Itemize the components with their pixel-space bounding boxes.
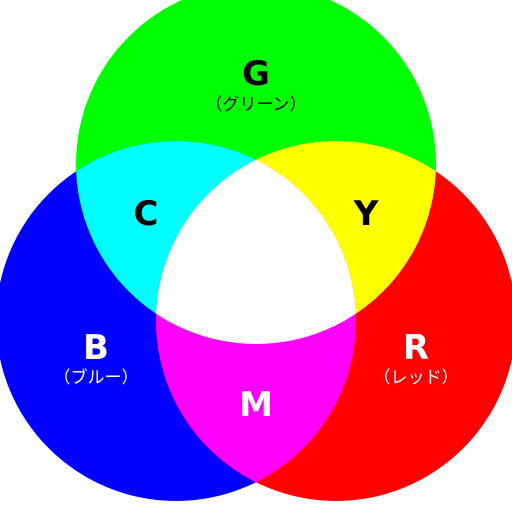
- white-center-overlap: [156, 141, 356, 344]
- red-letter-label: R: [403, 328, 429, 368]
- yellow-letter-label: Y: [353, 194, 379, 234]
- magenta-letter-label: M: [239, 385, 273, 425]
- cyan-letter-label: C: [134, 194, 159, 234]
- green-letter-label: G: [242, 54, 270, 94]
- blue-name-label: （ブルー）: [54, 367, 139, 388]
- red-name-label: （レッド）: [374, 368, 459, 388]
- green-name-label: （グリーン）: [205, 95, 306, 115]
- blue-letter-label: B: [83, 328, 109, 368]
